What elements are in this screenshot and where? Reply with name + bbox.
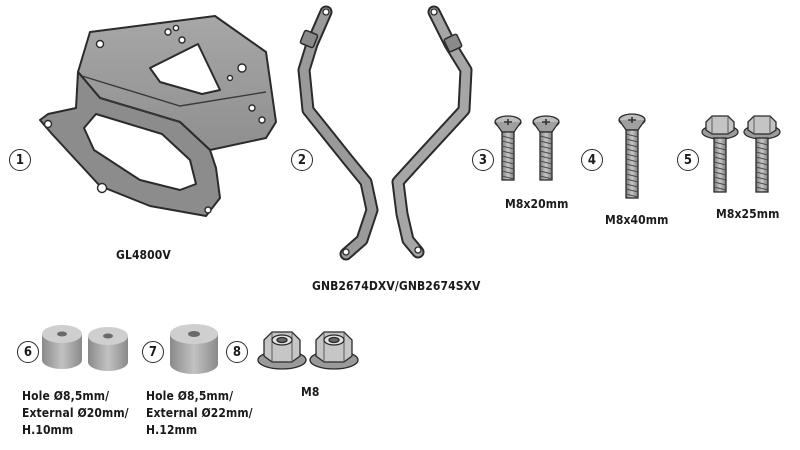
part-label-3: M8x20mm: [505, 197, 569, 211]
part-number-1: 1: [9, 149, 31, 171]
cross-bracket-drawing: [297, 5, 473, 261]
part-label-8: M8: [301, 385, 320, 399]
part-label-7-line-2: External Ø22mm/: [146, 406, 253, 420]
spacer-22mm-drawing: [170, 324, 218, 374]
part-label-2: GNB2674DXV/GNB2674SXV: [312, 279, 481, 293]
part-number-2: 2: [291, 149, 313, 171]
part-label-6: Hole Ø8,5mm/ External Ø20mm/ H.10mm: [22, 388, 129, 439]
part-number-3: 3: [472, 149, 494, 171]
screw-m8x20-drawing: [494, 115, 560, 181]
part-label-7-line-3: H.12mm: [146, 423, 198, 437]
spacer-20mm-drawing: [42, 325, 128, 371]
part-label-5: M8x25mm: [716, 207, 780, 221]
screw-m8x40-drawing: [618, 113, 646, 199]
part-label-6-line-1: Hole Ø8,5mm/: [22, 389, 110, 403]
part-label-4: M8x40mm: [605, 213, 669, 227]
bolt-m8x25-drawing: [701, 115, 781, 193]
flange-nut-m8-drawing: [257, 331, 359, 370]
part-number-6: 6: [17, 341, 39, 363]
part-label-1: GL4800V: [116, 248, 171, 262]
part-label-6-line-3: H.10mm: [22, 423, 74, 437]
part-number-4: 4: [581, 149, 603, 171]
part-label-7-line-1: Hole Ø8,5mm/: [146, 389, 234, 403]
mounting-plate-drawing: [39, 15, 277, 217]
part-number-8: 8: [226, 341, 248, 363]
part-label-6-line-2: External Ø20mm/: [22, 406, 129, 420]
part-number-5: 5: [677, 149, 699, 171]
part-label-7: Hole Ø8,5mm/ External Ø22mm/ H.12mm: [146, 388, 253, 439]
part-number-7: 7: [142, 341, 164, 363]
